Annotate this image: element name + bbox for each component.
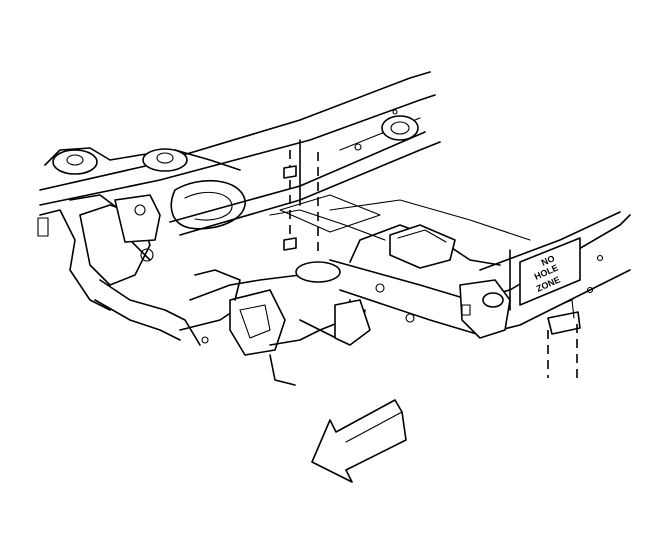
front-arrow-icon <box>311 399 407 483</box>
rear-frame-section <box>269 199 631 339</box>
lower-suspension <box>179 261 371 386</box>
front-crossmember <box>37 147 246 346</box>
center-fastener <box>279 150 381 252</box>
no-hole-zone-callout: NO HOLE ZONE <box>519 237 581 306</box>
upper-frame-rail <box>39 71 441 236</box>
rear-bracket-fastener <box>547 299 581 378</box>
